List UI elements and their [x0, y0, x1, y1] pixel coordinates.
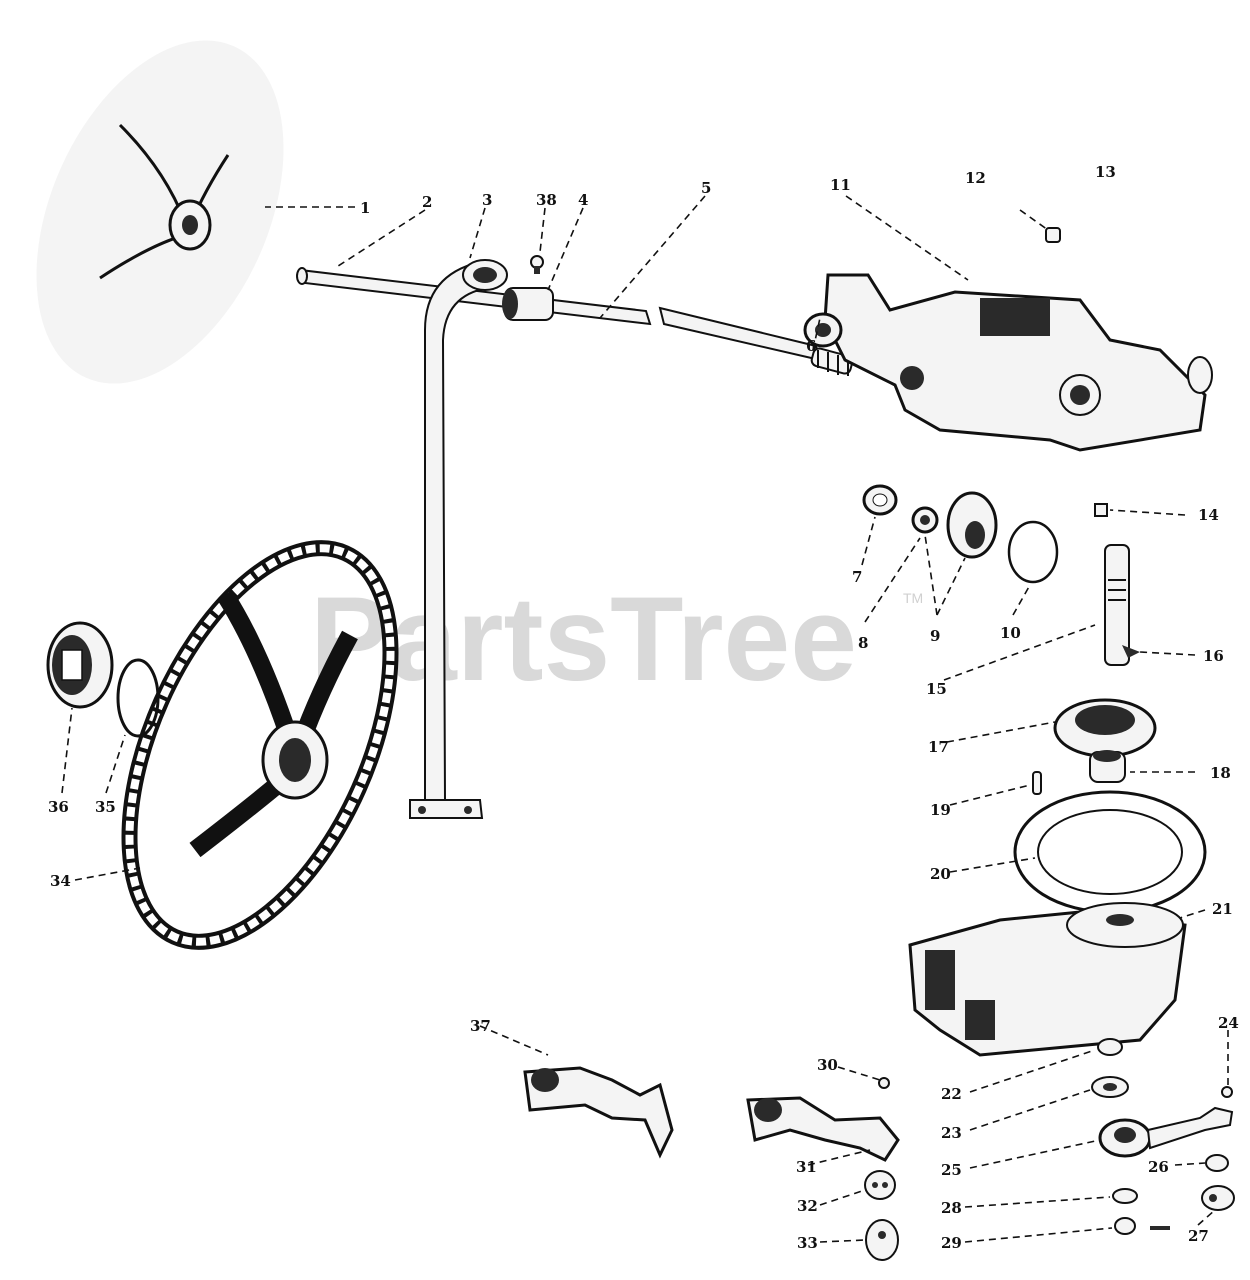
part-6-seal[interactable] — [803, 312, 843, 348]
callout-8[interactable]: 8 — [858, 634, 868, 652]
callout-11[interactable]: 11 — [830, 176, 851, 194]
part-16-pin[interactable] — [1122, 645, 1140, 658]
watermark-trademark: TM — [903, 590, 923, 606]
callout-30[interactable]: 30 — [817, 1056, 838, 1074]
callout-20[interactable]: 20 — [930, 865, 951, 883]
callout-27[interactable]: 27 — [1188, 1227, 1209, 1245]
part-5-steering-shaft[interactable] — [296, 267, 854, 376]
callout-33[interactable]: 33 — [797, 1234, 818, 1252]
callout-36[interactable]: 36 — [48, 798, 69, 816]
callout-37[interactable]: 37 — [470, 1017, 491, 1035]
part-7-washer[interactable] — [862, 484, 898, 516]
part-37-steering-arm[interactable] — [523, 1066, 674, 1159]
callout-28[interactable]: 28 — [941, 1199, 962, 1217]
part-32-plate[interactable] — [864, 1170, 896, 1200]
part-18-bushing[interactable] — [1089, 750, 1126, 783]
part-36-horn-cap[interactable] — [46, 621, 114, 709]
callout-17[interactable]: 17 — [928, 738, 949, 756]
callout-labels: 1 2 3 38 4 5 11 12 13 6 14 7 8 9 10 15 1… — [48, 163, 1239, 1252]
part-34-steering-wheel[interactable] — [76, 509, 444, 981]
part-38-grease-fitting[interactable] — [530, 255, 544, 274]
callout-24[interactable]: 24 — [1218, 1014, 1239, 1032]
part-11-gear-housing[interactable] — [823, 273, 1213, 452]
callout-9[interactable]: 9 — [930, 627, 940, 645]
part-9-retainer[interactable] — [946, 491, 998, 559]
callout-2[interactable]: 2 — [422, 193, 432, 211]
callout-18[interactable]: 18 — [1210, 764, 1231, 782]
leader-lines — [61, 195, 1229, 1243]
part-24-grease-fitting[interactable] — [1221, 1086, 1233, 1098]
part-20-gasket[interactable] — [1013, 790, 1207, 914]
callout-26[interactable]: 26 — [1148, 1158, 1169, 1176]
part-27-clip[interactable] — [1201, 1185, 1235, 1211]
callout-13[interactable]: 13 — [1095, 163, 1116, 181]
part-10-gasket[interactable] — [1007, 520, 1059, 584]
callout-16[interactable]: 16 — [1203, 647, 1224, 665]
part-4-bushing[interactable] — [502, 287, 554, 321]
callout-32[interactable]: 32 — [797, 1197, 818, 1215]
part-19-pin[interactable] — [1032, 771, 1042, 795]
part-15-sector-shaft[interactable] — [1104, 544, 1130, 666]
part-31-drag-link-arm[interactable] — [746, 1096, 900, 1162]
part-25-steering-arm[interactable] — [1098, 1106, 1234, 1158]
part-12-plug[interactable] — [1045, 227, 1061, 243]
part-1-steering-wheel[interactable] — [0, 0, 338, 427]
callout-12[interactable]: 12 — [965, 169, 986, 187]
part-29-nut[interactable] — [1114, 1217, 1170, 1235]
callout-25[interactable]: 25 — [941, 1161, 962, 1179]
part-30-grease-fitting[interactable] — [878, 1077, 890, 1089]
callout-21[interactable]: 21 — [1212, 900, 1233, 918]
callout-34[interactable]: 34 — [50, 872, 71, 890]
callout-23[interactable]: 23 — [941, 1124, 962, 1142]
callout-7[interactable]: 7 — [852, 568, 862, 586]
callout-6[interactable]: 6 — [806, 337, 816, 355]
callout-19[interactable]: 19 — [930, 801, 951, 819]
callout-35[interactable]: 35 — [95, 798, 116, 816]
callout-5[interactable]: 5 — [701, 179, 711, 197]
watermark-text: PartsTree — [310, 572, 857, 706]
part-14-key[interactable] — [1094, 503, 1108, 517]
callout-15[interactable]: 15 — [926, 680, 947, 698]
part-23-washer[interactable] — [1091, 1076, 1129, 1098]
part-8-washer[interactable] — [911, 506, 939, 534]
callout-14[interactable]: 14 — [1198, 506, 1219, 524]
callout-10[interactable]: 10 — [1000, 624, 1021, 642]
part-33-plate[interactable] — [865, 1219, 899, 1261]
callout-22[interactable]: 22 — [941, 1085, 962, 1103]
part-26-washer[interactable] — [1205, 1154, 1229, 1172]
callout-4[interactable]: 4 — [578, 191, 588, 209]
callout-31[interactable]: 31 — [796, 1158, 817, 1176]
part-3-column-support[interactable] — [409, 259, 508, 819]
part-28-washer[interactable] — [1112, 1188, 1138, 1204]
part-17-gear[interactable] — [1053, 698, 1157, 758]
callout-1[interactable]: 1 — [360, 199, 370, 217]
callout-29[interactable]: 29 — [941, 1234, 962, 1252]
part-22-bushing[interactable] — [1097, 1038, 1123, 1056]
part-21-lower-housing[interactable] — [908, 902, 1187, 1057]
callout-38[interactable]: 38 — [536, 191, 557, 209]
part-35-ring[interactable] — [116, 658, 160, 738]
callout-3[interactable]: 3 — [482, 191, 492, 209]
